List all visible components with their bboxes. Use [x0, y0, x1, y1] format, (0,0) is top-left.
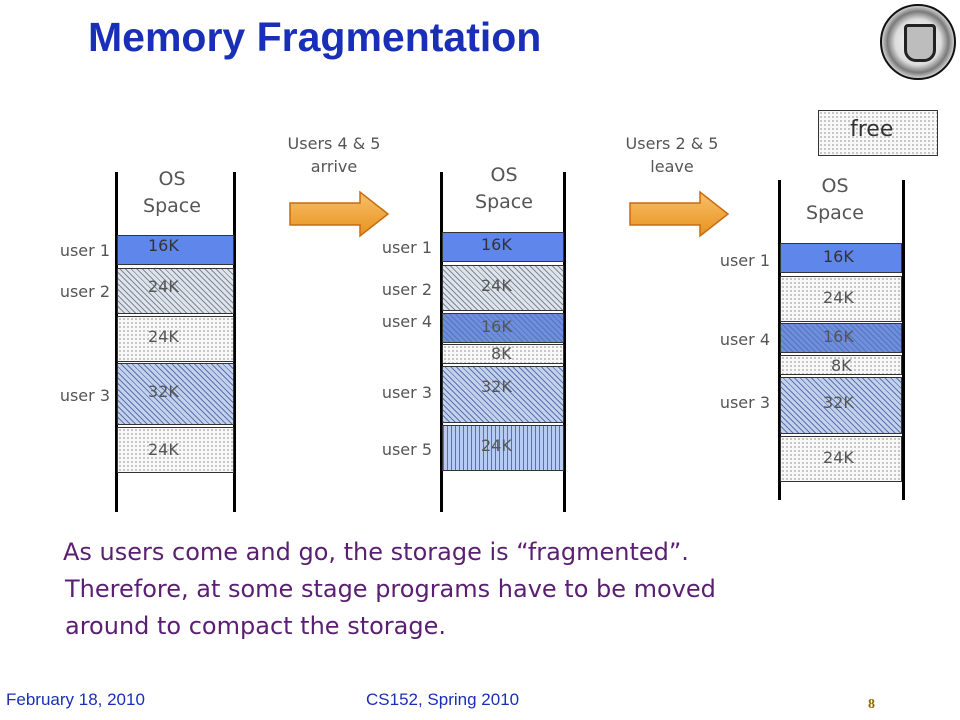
os-label-line1: OS [821, 175, 849, 197]
description-line: around to compact the storage. [65, 612, 446, 640]
os-label-line1: OS [158, 168, 186, 190]
arrow-label-arrive: Users 4 & 5 arrive [254, 132, 414, 178]
memory-block: 32K [780, 377, 902, 434]
os-space-label: OS Space [112, 166, 232, 220]
os-space-label: OS Space [444, 162, 564, 216]
user-label: user 1 [381, 238, 432, 257]
memory-block: 8K [442, 344, 564, 364]
memory-stack-left-wall [440, 172, 443, 512]
user-label: user 2 [381, 280, 432, 299]
memory-stack-right-wall [902, 180, 905, 500]
memory-block: 24K [780, 276, 902, 322]
memory-block: 32K [442, 366, 564, 423]
arrow-label-leave-line1: Users 2 & 5 [625, 134, 719, 153]
os-space-label: OS Space [775, 173, 895, 227]
arrow-label-leave-line2: leave [650, 157, 694, 176]
user-label: user 4 [381, 312, 432, 331]
legend-free-box [818, 110, 938, 156]
footer-date: February 18, 2010 [6, 690, 145, 709]
arrow-right-icon [629, 190, 730, 238]
memory-stack-right-wall [233, 172, 236, 512]
footer-course: CS152, Spring 2010 [366, 690, 520, 709]
memory-block: 8K [780, 355, 902, 375]
memory-block: 16K [442, 232, 564, 262]
arrow-label-leave: Users 2 & 5 leave [592, 132, 752, 178]
user-label: user 1 [719, 251, 770, 270]
os-label-line2: Space [475, 191, 533, 213]
memory-stack-right-wall [563, 172, 566, 512]
memory-block: 24K [442, 425, 564, 471]
user-label: user 4 [719, 330, 770, 349]
description-line: As users come and go, the storage is “fr… [63, 538, 689, 566]
os-label-line2: Space [806, 202, 864, 224]
description-text: As users come and go, the storage is “fr… [63, 534, 953, 645]
memory-stack-left-wall [115, 172, 118, 512]
memory-block: 24K [780, 436, 902, 482]
arrow-label-arrive-line1: Users 4 & 5 [287, 134, 381, 153]
memory-block: 24K [117, 268, 234, 314]
arrow-label-arrive-line2: arrive [310, 157, 358, 176]
memory-block: 24K [442, 265, 564, 311]
memory-block: 16K [442, 313, 564, 343]
os-label-line1: OS [490, 164, 518, 186]
memory-block: 32K [117, 363, 234, 425]
memory-block: 16K [780, 323, 902, 353]
arrow-right-icon [289, 190, 390, 238]
memory-stack-left-wall [778, 180, 781, 500]
memory-block: 16K [780, 243, 902, 273]
page-number: 8 [868, 697, 875, 712]
description-line: Therefore, at some stage programs have t… [65, 575, 716, 603]
user-label: user 5 [381, 440, 432, 459]
user-label: user 3 [719, 393, 770, 412]
memory-block: 24K [117, 316, 234, 362]
os-label-line2: Space [143, 195, 201, 217]
legend-free-label: free [850, 117, 894, 142]
university-seal-icon [880, 4, 956, 80]
user-label: user 3 [381, 383, 432, 402]
user-label: user 1 [59, 241, 110, 260]
memory-block: 16K [117, 235, 234, 265]
memory-block: 24K [117, 427, 234, 473]
slide-title: Memory Fragmentation [88, 14, 542, 60]
user-label: user 2 [59, 282, 110, 301]
user-label: user 3 [59, 386, 110, 405]
